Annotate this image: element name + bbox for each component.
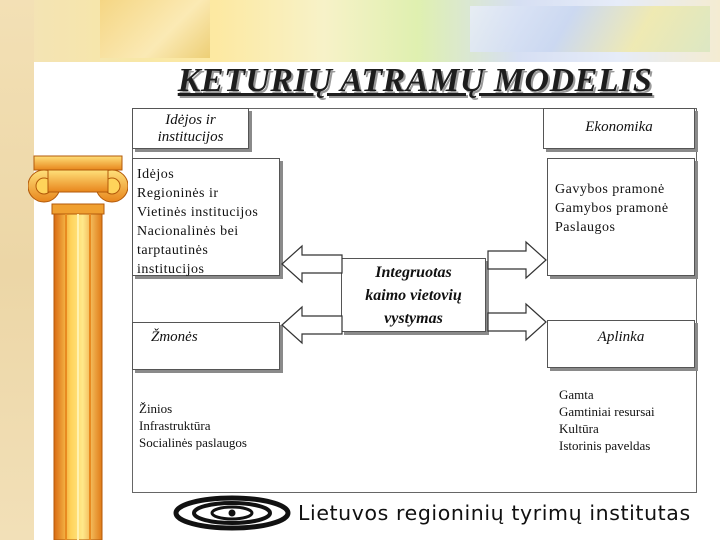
ideas-heading-line: Idėjos ir bbox=[165, 112, 216, 128]
header-decoration-patch bbox=[470, 6, 710, 52]
environment-item: Gamta bbox=[559, 387, 594, 402]
economy-item: Gamybos pramonė bbox=[555, 201, 669, 216]
ideas-heading-box: Idėjos ir institucijos bbox=[132, 108, 249, 149]
center-line: vystymas bbox=[384, 310, 443, 327]
ideas-item: Vietinės institucijos bbox=[137, 205, 259, 220]
ideas-items-box: Idėjos Regioninės ir Vietinės institucij… bbox=[132, 158, 280, 277]
people-items-box: Žinios Infrastruktūra Socialinės paslaug… bbox=[132, 400, 280, 490]
economy-items-box: Gavybos pramonė Gamybos pramonė Paslaugo… bbox=[547, 158, 695, 276]
ideas-item: Regioninės ir bbox=[137, 186, 219, 201]
center-line: kaimo vietovių bbox=[365, 287, 462, 304]
ideas-item: Idėjos bbox=[137, 167, 175, 182]
people-item: Žinios bbox=[139, 401, 173, 416]
economy-item: Paslaugos bbox=[555, 220, 616, 235]
environment-item: Istorinis paveldas bbox=[559, 438, 651, 453]
ideas-item: institucijos bbox=[137, 262, 205, 277]
header-decoration-patch bbox=[100, 0, 210, 58]
economy-item: Gavybos pramonė bbox=[555, 182, 665, 197]
ideas-item: Nacionalinės bei bbox=[137, 224, 239, 239]
people-item: Infrastruktūra bbox=[139, 418, 211, 433]
ideas-item: tarptautinės bbox=[137, 243, 209, 258]
arrow-left-upper bbox=[281, 244, 343, 284]
slide-title: KETURIŲ ATRAMŲ MODELIS bbox=[177, 62, 653, 99]
arrow-left-lower bbox=[281, 305, 343, 345]
people-heading-box: Žmonės bbox=[132, 322, 280, 370]
environment-item: Gamtiniai resursai bbox=[559, 404, 655, 419]
arrow-right-upper bbox=[487, 240, 547, 280]
environment-heading-box: Aplinka bbox=[547, 320, 695, 368]
people-item: Socialinės paslaugos bbox=[139, 435, 247, 450]
center-concept-box: Integruotas kaimo vietovių vystymas bbox=[341, 258, 486, 332]
arrow-right-lower bbox=[487, 302, 547, 342]
organization-name: Lietuvos regioninių tyrimų institutas bbox=[298, 501, 691, 525]
ionic-column-icon bbox=[28, 155, 128, 540]
institute-logo bbox=[173, 495, 291, 531]
ideas-heading-line: institucijos bbox=[157, 129, 224, 145]
left-decoration-strip bbox=[0, 0, 34, 540]
environment-items-box: Gamta Gamtiniai resursai Kultūra Istorin… bbox=[547, 384, 695, 490]
economy-heading-box: Ekonomika bbox=[543, 108, 695, 149]
environment-item: Kultūra bbox=[559, 421, 599, 436]
center-line: Integruotas bbox=[375, 264, 452, 281]
